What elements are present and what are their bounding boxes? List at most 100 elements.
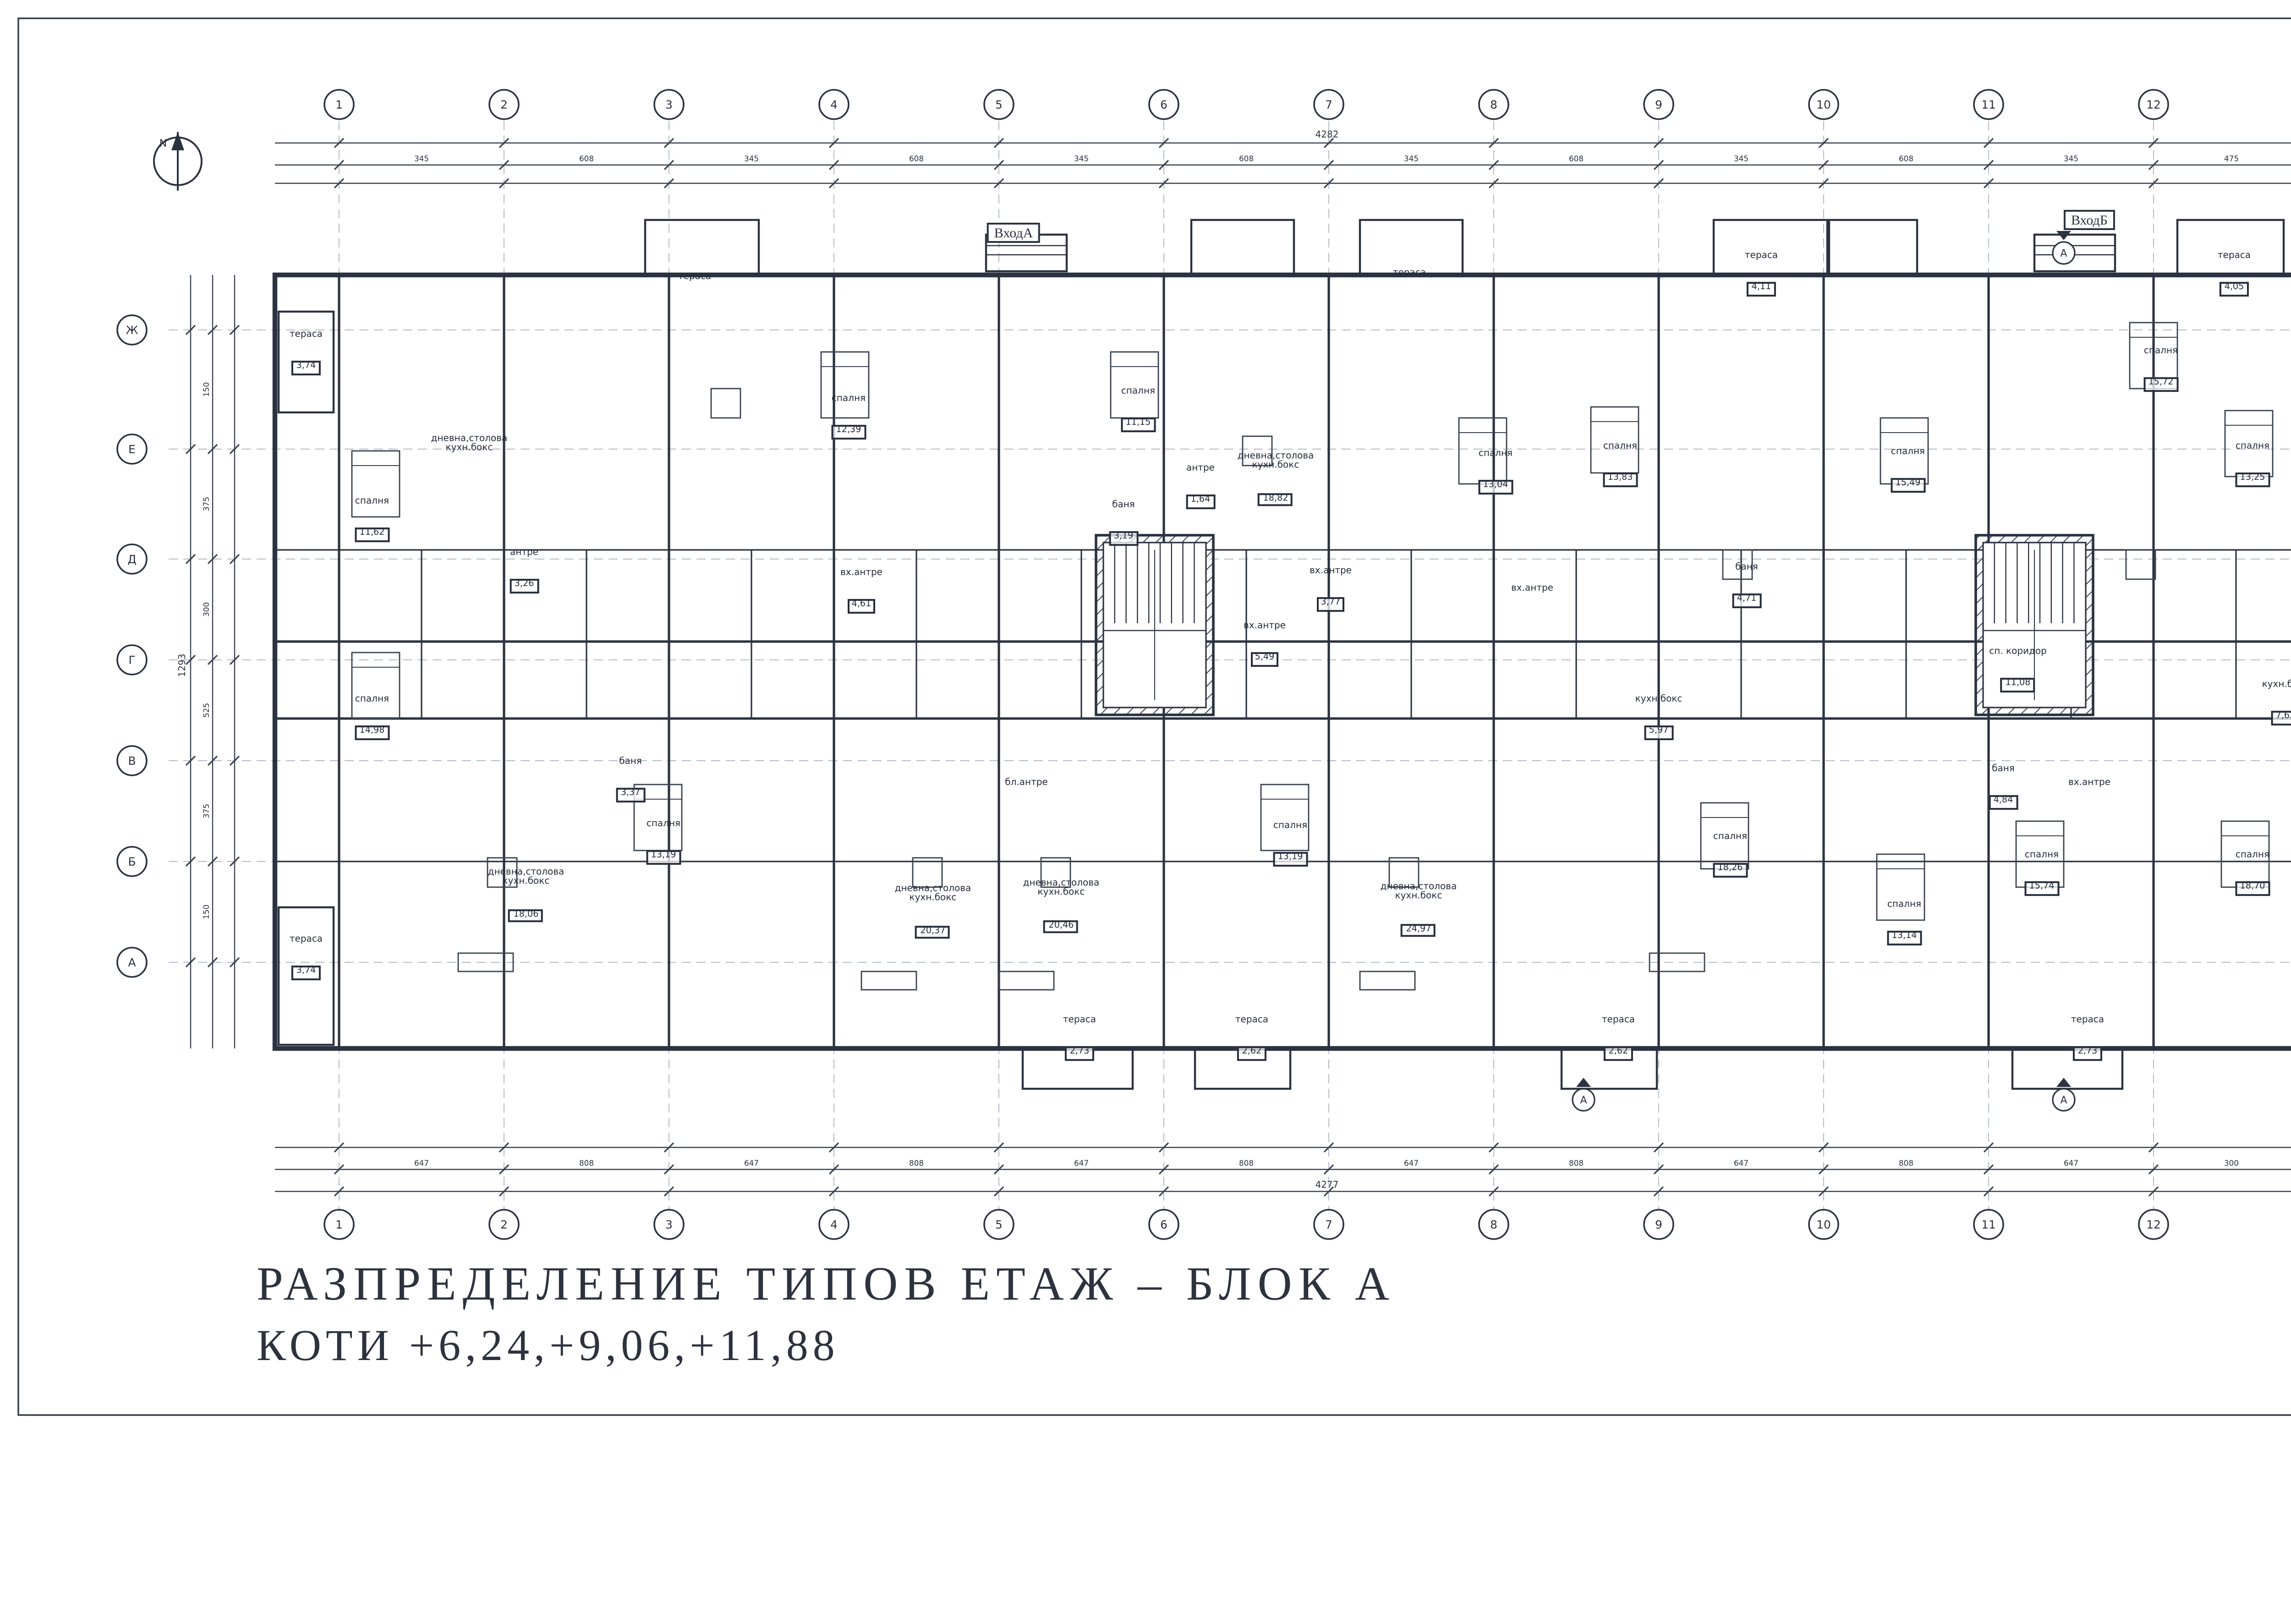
room-area: 13,19 <box>646 850 681 865</box>
room-name: баня <box>1735 562 1758 574</box>
dimension-label: 608 <box>909 154 924 163</box>
dimension-label: 375 <box>202 804 211 818</box>
room-label: вх.антре <box>2068 778 2110 790</box>
dimension-label: 647 <box>1734 1158 1748 1168</box>
north-label: N <box>159 138 167 149</box>
room-area: 14,98 <box>355 726 389 741</box>
room-name: спалня <box>2024 850 2059 861</box>
dimension-label: 4282 <box>1315 129 1339 140</box>
room-name: спалня <box>1713 832 1748 843</box>
room-name: тераса <box>2071 1015 2105 1026</box>
room-label: сп. коридор 11,08 <box>1989 647 2047 693</box>
room-area: 5,49 <box>1250 653 1279 667</box>
room-name: дневна,столова кухн.бокс <box>1237 451 1314 472</box>
grid-bubble: 6 <box>1160 98 1167 111</box>
room-label: баня 4,84 <box>1989 764 2018 811</box>
dimension-label: 300 <box>202 602 211 617</box>
room-name: тераса <box>1392 268 1426 280</box>
room-area: 7,62 <box>2271 711 2291 726</box>
dimension-label: 345 <box>1734 154 1748 163</box>
dimension-label: 525 <box>202 703 211 718</box>
dimension-label: 808 <box>1569 1158 1584 1168</box>
room-area: 3,37 <box>616 788 645 803</box>
room-label: тераса 2,73 <box>1063 1015 1096 1062</box>
room-name: бл.антре <box>1005 778 1048 789</box>
room-area: 13,04 <box>1478 480 1513 495</box>
dimension-label: 1293 <box>176 654 187 677</box>
dimension-label: 375 <box>202 497 211 511</box>
entrance-b-tag: ВходБ <box>2063 210 2116 230</box>
room-name: сп. коридор <box>1989 647 2047 658</box>
drawing-title: РАЗПРЕДЕЛЕНИЕ ТИПОВ ЕТАЖ – БЛОК А КОТИ +… <box>257 1257 1396 1373</box>
room-name: спалня <box>2235 850 2270 861</box>
room-name: вх.антре <box>840 568 882 579</box>
furniture <box>351 322 2274 991</box>
room-area: 3,19 <box>1109 532 1138 546</box>
grid-bubble: Г <box>128 653 135 667</box>
section-mark-label: А <box>2060 1095 2067 1106</box>
grid-bubble: В <box>128 754 136 768</box>
room-area: 4,71 <box>1732 594 1761 609</box>
dimension-label: 647 <box>1074 1158 1089 1168</box>
room-name: спалня <box>1121 386 1156 398</box>
room-area: 3,77 <box>1316 598 1345 612</box>
room-name: спалня <box>2143 346 2178 357</box>
dimension-label: 647 <box>414 1158 429 1168</box>
dimension-label: 345 <box>2064 154 2078 163</box>
room-name: дневна,столова кухн.бокс <box>488 867 565 888</box>
dimension-label: 608 <box>579 154 594 163</box>
dimension-label: 345 <box>414 154 429 163</box>
entrance-a-tag: ВходА <box>987 223 1041 243</box>
grid-bubble: А <box>128 956 136 969</box>
room-area: 2,73 <box>2073 1047 2102 1061</box>
room-area: 20,37 <box>915 925 950 939</box>
room-area: 3,74 <box>291 361 321 376</box>
dimension-label: 808 <box>1899 1158 1913 1168</box>
grid-bubble: 7 <box>1325 98 1332 111</box>
room-area: 11,08 <box>2001 678 2035 693</box>
room-name: баня <box>1992 764 2015 775</box>
room-area: 4,84 <box>1989 796 2018 810</box>
room-name: тераса <box>1744 251 1778 262</box>
room-label: баня 4,71 <box>1732 562 1761 609</box>
room-name: спалня <box>831 394 866 405</box>
grid-bubble: 2 <box>500 1218 508 1231</box>
grid-bubble: 8 <box>1490 98 1497 111</box>
room-name: спалня <box>1273 821 1308 832</box>
room-name: тераса <box>289 329 323 341</box>
dimension-label: 608 <box>1569 154 1584 163</box>
grid-bubble: 12 <box>2146 1218 2161 1231</box>
room-label: тераса 2,73 <box>2071 1015 2105 1062</box>
room-area: 2,73 <box>1065 1047 1094 1061</box>
room-label: спалня 18,26 <box>1713 832 1748 878</box>
room-name: вх.антре <box>1310 566 1352 577</box>
dimension-label: 345 <box>744 154 759 163</box>
grid-bubble: 1 <box>335 98 343 111</box>
room-name: кухн.бокс <box>2262 680 2291 691</box>
room-area: 4,05 <box>2220 282 2249 297</box>
room-label: дневна,столова кухн.бокс 18,82 <box>1237 451 1314 507</box>
sheet-frame <box>17 17 2291 1416</box>
dimension-label: 647 <box>744 1158 759 1168</box>
dimension-label: 4277 <box>1315 1179 1339 1190</box>
room-area: 18,26 <box>1713 863 1748 878</box>
room-name: тераса <box>1063 1015 1096 1026</box>
dimension-label: 475 <box>2224 154 2239 163</box>
room-area: 18,82 <box>1258 493 1293 507</box>
room-name: тераса <box>289 934 323 946</box>
